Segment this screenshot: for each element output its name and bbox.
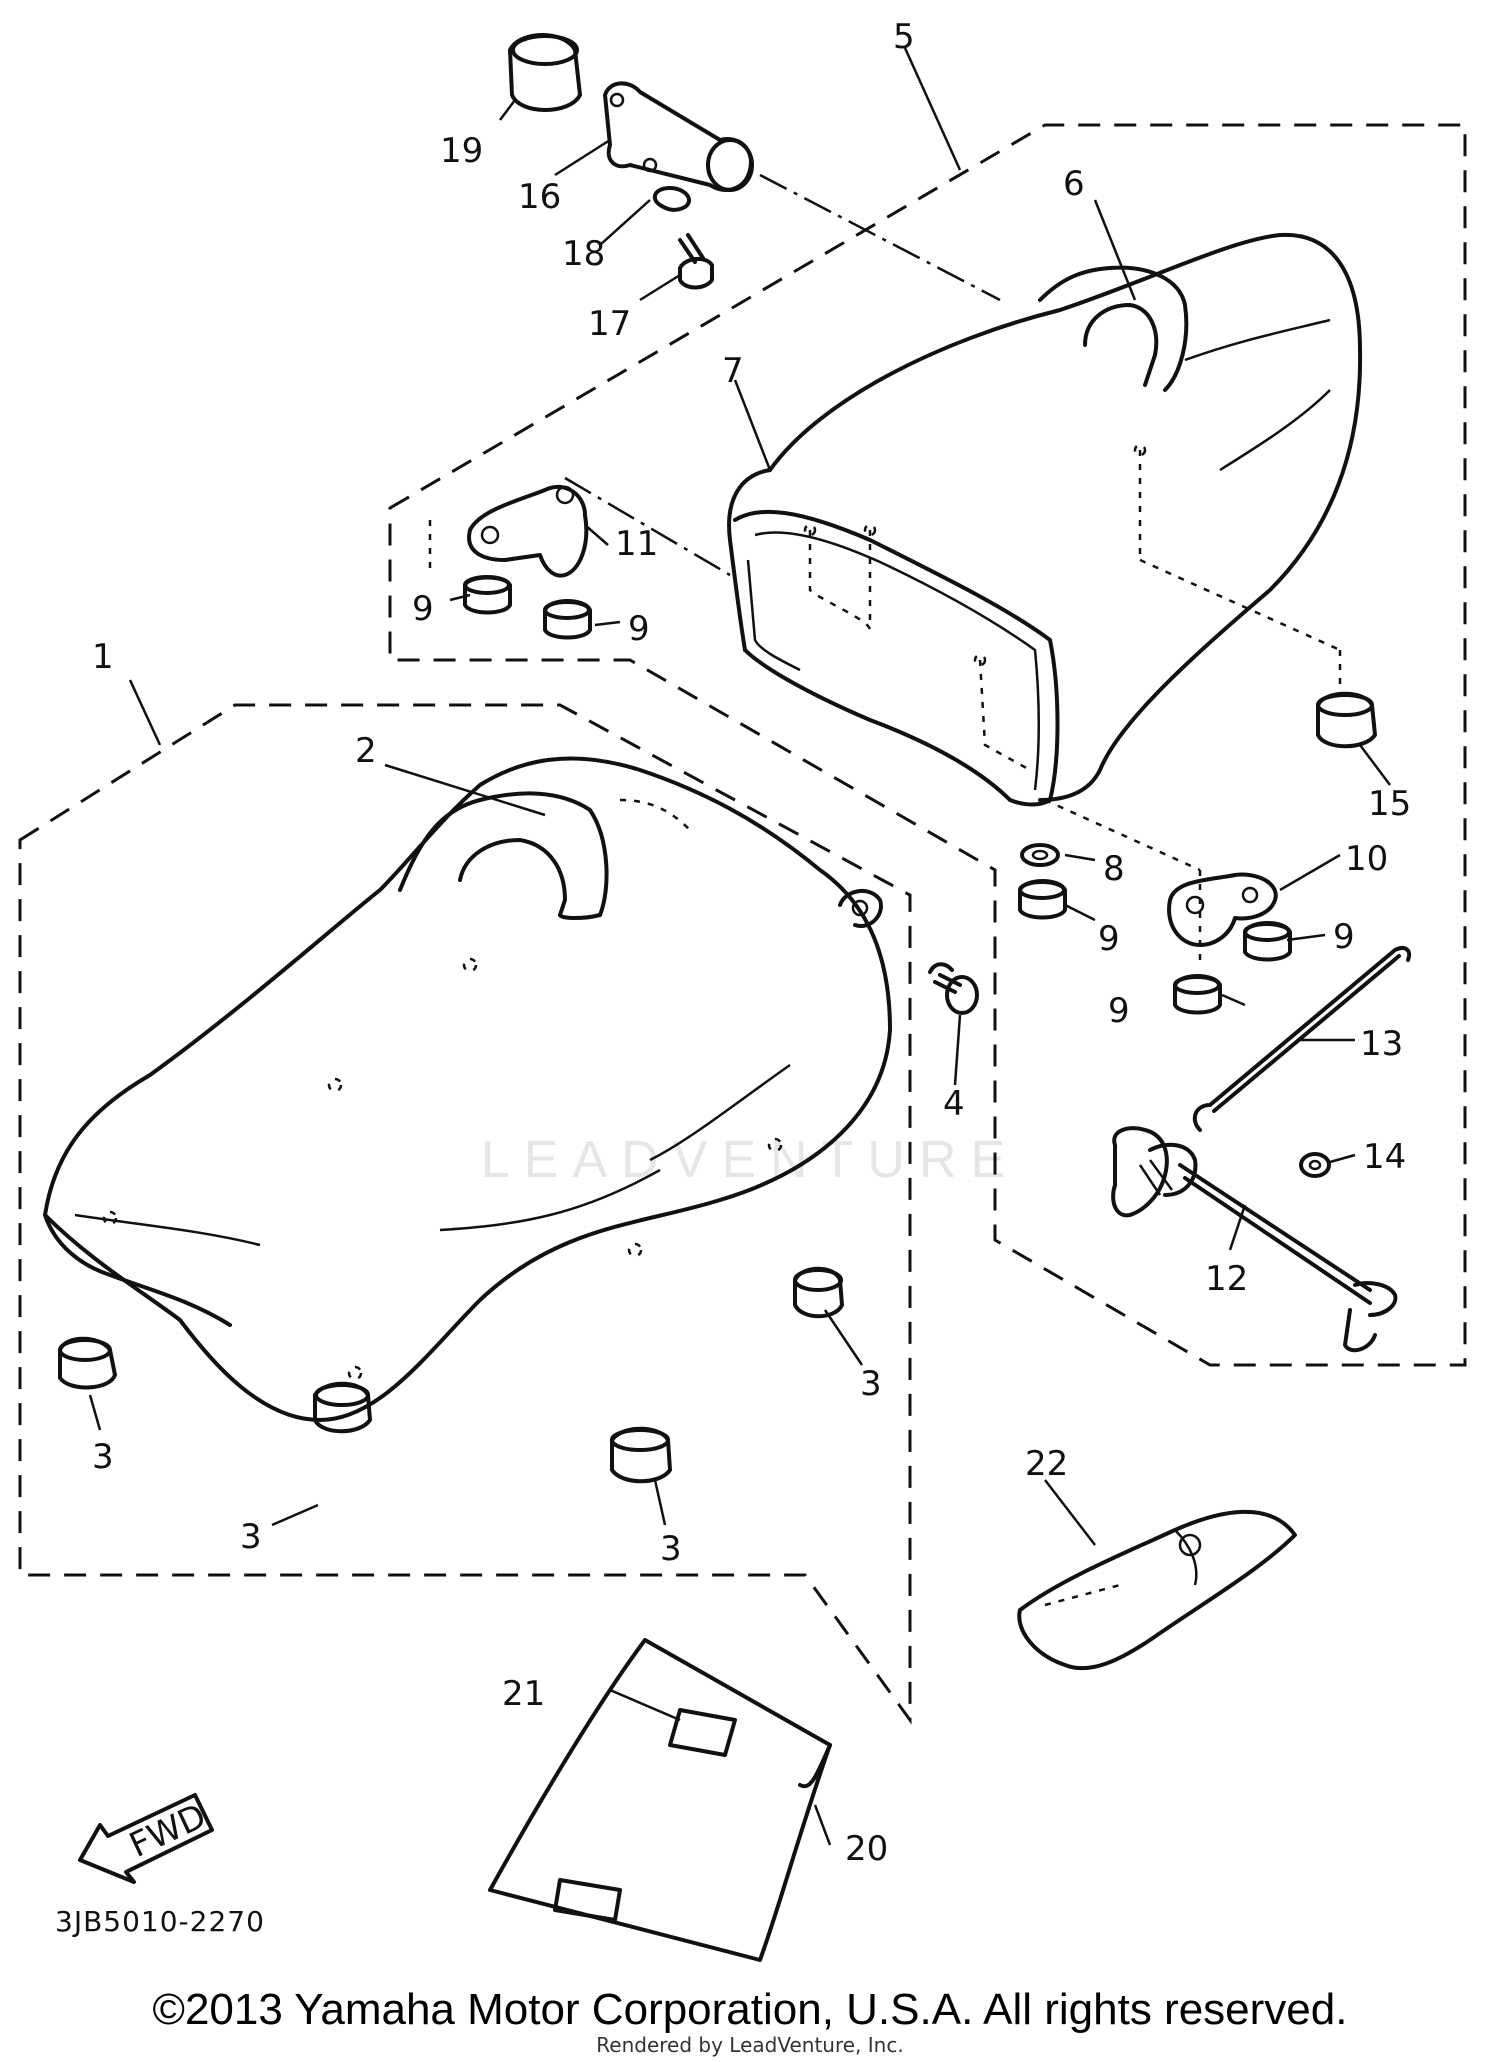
callout-1: 1 xyxy=(92,637,114,677)
callout-21: 21 xyxy=(502,1674,545,1714)
callout-9-c: 9 xyxy=(1098,919,1120,959)
callout-15: 15 xyxy=(1368,784,1411,824)
damper-3-a xyxy=(58,1336,117,1390)
owners-manual-20 xyxy=(488,1638,832,1962)
decal-22 xyxy=(1017,1509,1297,1671)
fwd-arrow: FWD xyxy=(78,1793,214,1884)
callout-16: 16 xyxy=(518,177,561,217)
callout-3-d: 3 xyxy=(860,1364,882,1404)
seat-lock-12 xyxy=(1111,1126,1398,1353)
callout-labels: 1 2 3 3 3 3 4 5 6 7 8 9 9 9 9 9 10 11 12… xyxy=(92,17,1411,1869)
bracket-11 xyxy=(467,484,589,578)
callout-3-c: 3 xyxy=(660,1529,682,1569)
nut-9-b xyxy=(543,599,592,640)
callout-22: 22 xyxy=(1025,1444,1068,1484)
callout-7: 7 xyxy=(722,351,744,391)
damper-3-c xyxy=(610,1426,672,1484)
copyright-notice: ©2013 Yamaha Motor Corporation, U.S.A. A… xyxy=(152,1985,1348,2034)
callout-14: 14 xyxy=(1363,1137,1406,1177)
callout-17: 17 xyxy=(588,304,631,344)
callout-3-b: 3 xyxy=(240,1517,262,1557)
callout-20: 20 xyxy=(845,1829,888,1869)
leadventure-watermark: LEADVENTURE xyxy=(480,1131,1020,1189)
callout-12: 12 xyxy=(1205,1259,1248,1299)
callout-9-e: 9 xyxy=(1108,991,1130,1031)
leader-lines xyxy=(88,47,1391,1846)
bracket-10 xyxy=(1167,872,1278,947)
callout-9-d: 9 xyxy=(1333,917,1355,957)
callout-3-a: 3 xyxy=(92,1437,114,1477)
cap-19 xyxy=(508,33,582,112)
diagram-code: 3JB5010-2270 xyxy=(55,1905,265,1938)
washer-8 xyxy=(1020,843,1060,867)
callout-13: 13 xyxy=(1360,1024,1403,1064)
callout-19: 19 xyxy=(440,131,483,171)
damper-15 xyxy=(1316,691,1377,749)
callout-9-a: 9 xyxy=(412,589,434,629)
callout-4: 4 xyxy=(943,1084,965,1124)
rod-13 xyxy=(1192,946,1412,1132)
callout-9-b: 9 xyxy=(628,609,650,649)
rendered-by-notice: Rendered by LeadVenture, Inc. xyxy=(596,2033,904,2057)
nut-9-d xyxy=(1243,921,1292,962)
screw-17 xyxy=(678,233,714,290)
callout-18: 18 xyxy=(562,234,605,274)
callout-11: 11 xyxy=(615,524,658,564)
callout-5: 5 xyxy=(893,17,915,57)
main-seat xyxy=(43,756,892,1422)
group-outline-1 xyxy=(18,703,912,1725)
nut-9-a xyxy=(463,575,512,615)
damper-3-d xyxy=(793,1266,844,1319)
nut-9-e xyxy=(1173,974,1222,1015)
callout-2: 2 xyxy=(355,731,377,771)
callout-8: 8 xyxy=(1103,849,1125,889)
nut-9-c xyxy=(1018,879,1067,920)
callout-6: 6 xyxy=(1063,164,1085,204)
bolt-4 xyxy=(928,962,979,1015)
key-cylinder-16 xyxy=(603,81,754,192)
rear-seat xyxy=(727,232,1363,807)
group-outline-5 xyxy=(388,123,1467,1367)
damper-3-b xyxy=(313,1381,372,1434)
washer-14 xyxy=(1299,1152,1331,1178)
callout-10: 10 xyxy=(1345,839,1388,879)
clip-18 xyxy=(652,186,691,212)
